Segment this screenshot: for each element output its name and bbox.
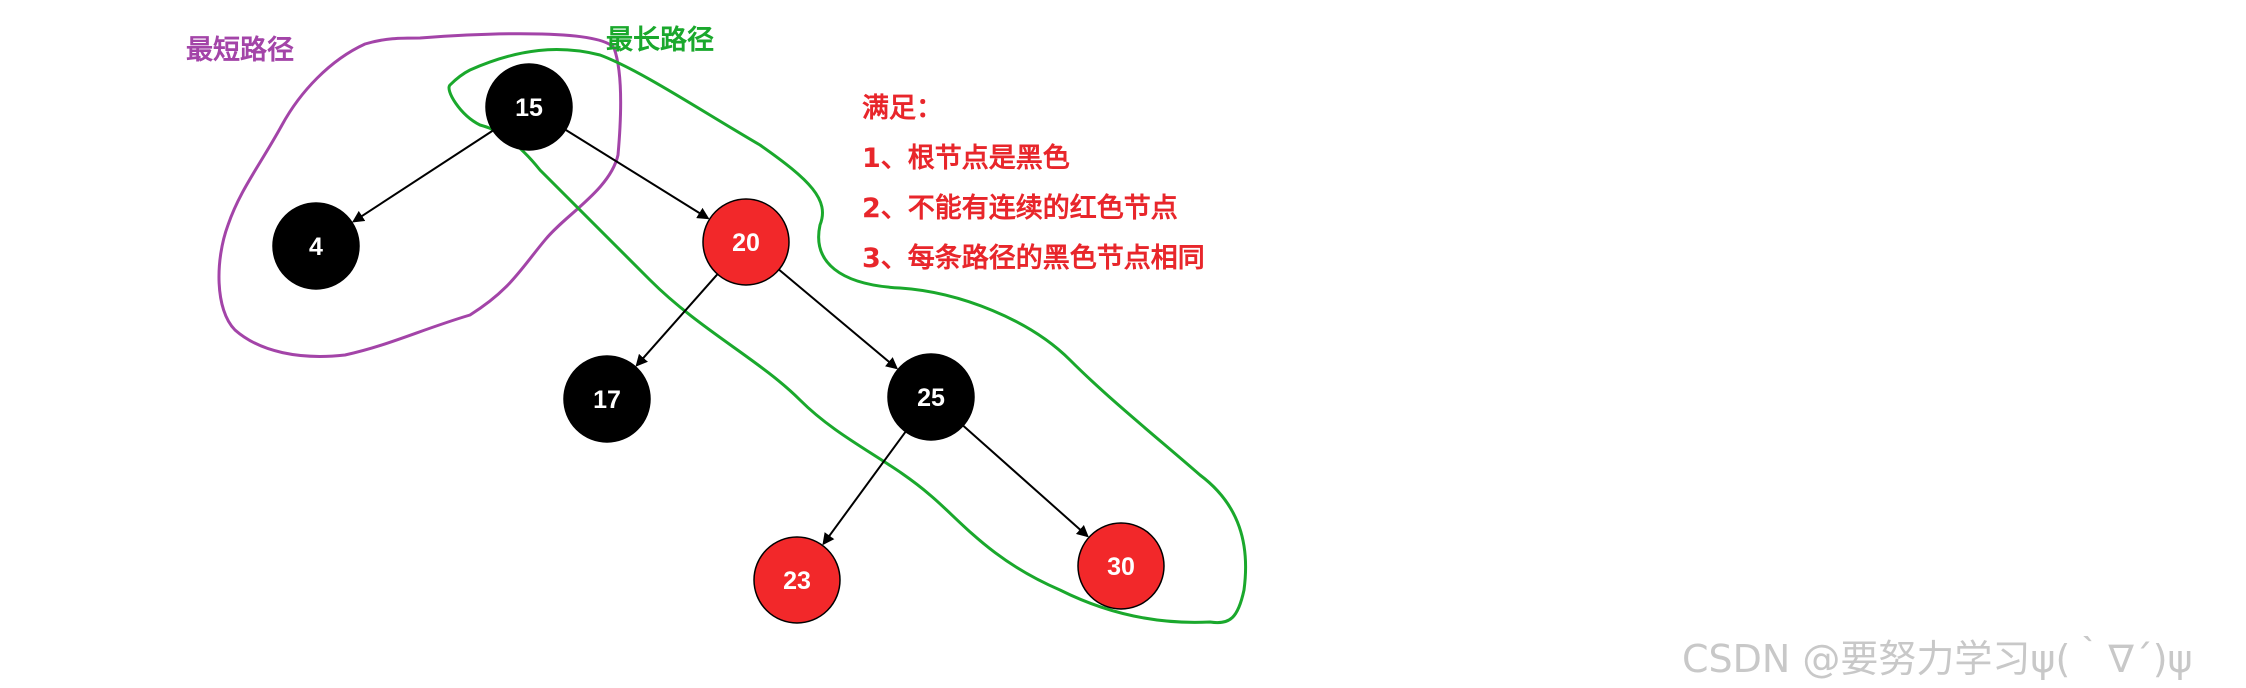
node-circle-15	[485, 63, 573, 151]
edge-n25-n23	[822, 431, 907, 546]
edge-n20-n25	[778, 268, 899, 370]
longest-path-label: 最长路径	[606, 25, 714, 56]
node-circle-30	[1077, 522, 1165, 610]
node-circle-20	[702, 198, 790, 286]
node-circle-25	[887, 353, 975, 441]
node-circle-23	[753, 536, 841, 624]
node-label-15: 15	[515, 94, 543, 122]
tree-node-25: 25	[887, 353, 975, 441]
node-label-25: 25	[917, 384, 945, 412]
shortest-path-outline	[217, 32, 623, 358]
node-label-17: 17	[593, 386, 621, 414]
edge-n25-n30	[962, 424, 1089, 538]
node-label-20: 20	[732, 229, 760, 257]
rule-item-3: 3、每条路径的黑色节点相同	[862, 243, 1205, 274]
node-circle-17	[563, 355, 651, 443]
rule-item-1: 1、根节点是黑色	[862, 143, 1070, 174]
node-label-30: 30	[1107, 553, 1135, 581]
node-circle-4	[272, 202, 360, 290]
node-label-23: 23	[783, 567, 811, 595]
rule-item-2: 2、不能有连续的红色节点	[862, 193, 1178, 224]
tree-node-4: 4	[272, 202, 360, 290]
tree-node-23: 23	[753, 536, 841, 624]
node-label-4: 4	[309, 233, 323, 261]
tree-node-17: 17	[563, 355, 651, 443]
tree-node-20: 20	[702, 198, 790, 286]
longest-path-outline	[447, 48, 1248, 625]
tree-node-30: 30	[1077, 522, 1165, 610]
edge-n15-n4	[352, 129, 494, 223]
tree-node-15: 15	[485, 63, 573, 151]
csdn-watermark: CSDN @要努力学习ψ(｀∇´)ψ	[1682, 637, 2193, 681]
edge-n15-n20	[564, 128, 710, 220]
rules-heading: 满足：	[862, 93, 943, 124]
edge-n20-n17	[635, 273, 719, 367]
shortest-path-label: 最短路径	[186, 35, 294, 66]
